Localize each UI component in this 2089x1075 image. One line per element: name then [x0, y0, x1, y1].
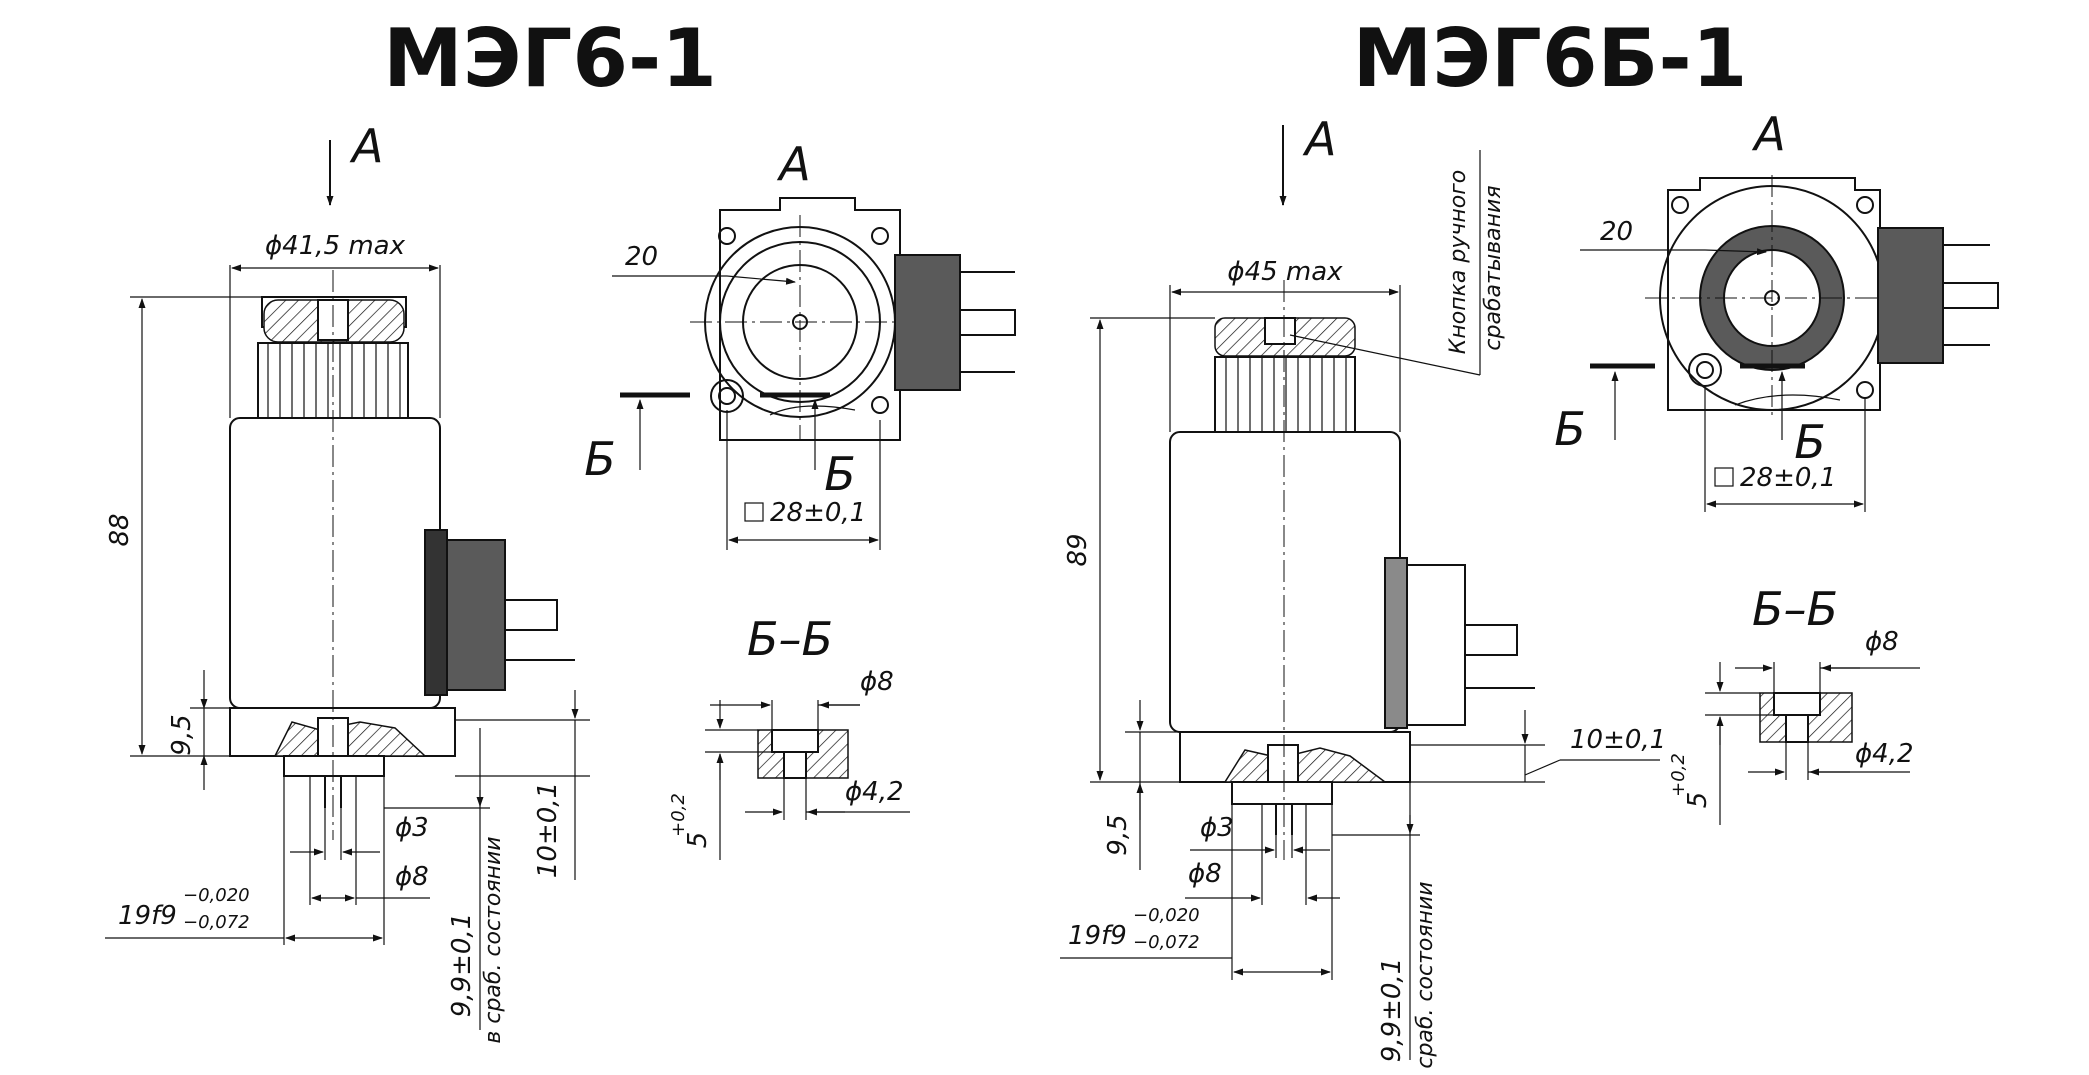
- right-view-a-top-label: А: [1751, 107, 1785, 161]
- right-dim-fit-lower: −0,072: [1133, 932, 1200, 953]
- right-button-note-2: срабатывания: [1481, 185, 1506, 350]
- left-section-bb: Б–Б ϕ8 ϕ4,2 5 +0,2: [668, 612, 910, 860]
- right-connector: [1406, 564, 1466, 726]
- left-dim-fit-upper: −0,020: [183, 885, 250, 906]
- right-section-b-left: Б: [1554, 402, 1586, 456]
- left-dim-square: 28±0,1: [770, 498, 866, 528]
- right-spigot: [1231, 781, 1333, 805]
- right-dim-d8: ϕ8: [1188, 859, 1222, 889]
- right-flange-hole: [1688, 353, 1722, 387]
- left-flange: [719, 197, 901, 441]
- right-dim-d3: ϕ3: [1200, 813, 1234, 843]
- right-button-note-1: Кнопка ручного: [1446, 170, 1471, 354]
- left-top-connector: [894, 254, 961, 391]
- right-dim-20: 20: [1600, 217, 1633, 247]
- right-dim-99-note: в сраб. состоянии: [1413, 881, 1438, 1075]
- left-dim-diameter: ϕ41,5 max: [265, 231, 406, 261]
- right-sec-5: 5: [1683, 792, 1713, 809]
- right-title: МЭГ6Б-1: [1353, 12, 1748, 105]
- left-coil-body: [229, 417, 441, 709]
- left-title: МЭГ6-1: [383, 12, 717, 105]
- right-top-connector: [1877, 227, 1944, 364]
- right-cap-pin: [1264, 317, 1296, 345]
- right-dim-height: 89: [1063, 533, 1093, 566]
- right-sec-d42: ϕ4,2: [1855, 739, 1914, 769]
- left-dim-base: 9,5: [167, 714, 197, 755]
- left-side-view: А: [105, 119, 590, 1044]
- right-sec-d8: ϕ8: [1865, 627, 1899, 657]
- left-section-b-left: Б: [584, 432, 616, 486]
- left-sec-d8: ϕ8: [860, 667, 894, 697]
- right-section-title: Б–Б: [1752, 582, 1838, 636]
- left-dim-fit: 19f9: [118, 901, 177, 931]
- left-dim-99-note: в сраб. состоянии: [481, 836, 506, 1043]
- left-sec-5-tol: +0,2: [668, 793, 689, 837]
- right-square-symbol: [1714, 467, 1734, 487]
- left-knurl-lines: [267, 343, 401, 418]
- left-view-a-top-label: А: [776, 137, 810, 191]
- left-flange-hole-bl: [710, 379, 744, 413]
- left-dim-fit-lower: −0,072: [183, 912, 250, 933]
- right-flange: [1667, 177, 1881, 411]
- left-section-title: Б–Б: [747, 612, 833, 666]
- right-side-view: А: [1060, 112, 1666, 1075]
- left-flange-hole-br: [871, 396, 889, 414]
- left-connector-tab: [504, 599, 558, 631]
- left-dim-10: 10±0,1: [533, 782, 563, 878]
- right-section-bb: Б–Б ϕ8 ϕ4,2 5 +0,2: [1668, 582, 1920, 825]
- left-top-view: А 20 Б: [584, 137, 1016, 550]
- left-dim-d8: ϕ8: [395, 862, 429, 892]
- right-dim-base: 9,5: [1103, 814, 1133, 855]
- left-dim-d3: ϕ3: [395, 813, 429, 843]
- left-section-hole: [783, 751, 807, 779]
- right-dim-99: 9,9±0,1: [1377, 958, 1407, 1062]
- left-sec-5: 5: [683, 832, 713, 849]
- left-dim-height: 88: [105, 513, 135, 546]
- right-dim-fit: 19f9: [1068, 921, 1127, 951]
- right-button-leader: [1289, 334, 1481, 376]
- right-top-view: А 20 Б: [1554, 107, 1999, 512]
- left-dim-99: 9,9±0,1: [447, 913, 477, 1017]
- right-coil-body: [1169, 431, 1401, 733]
- left-connector: [446, 539, 506, 691]
- left-top-slot: [769, 405, 856, 416]
- left-square-symbol: [744, 502, 764, 522]
- right-dim-diameter: ϕ45 max: [1227, 257, 1343, 287]
- right-dim-fit-upper: −0,020: [1133, 905, 1200, 926]
- right-base-hatch: [1223, 747, 1388, 783]
- left-flange-hole-tr: [871, 227, 889, 245]
- right-sec-5-tol: +0,2: [1668, 753, 1689, 797]
- left-section-counterbore: [771, 729, 819, 753]
- right-dim-10: 10±0,1: [1570, 725, 1666, 755]
- right-connector-frame: [1384, 557, 1408, 729]
- left-view-a-label: А: [349, 119, 383, 173]
- right-knurl-lines: [1225, 357, 1347, 432]
- left-section-b-right: Б: [824, 447, 856, 501]
- right-connector-tab: [1464, 624, 1518, 656]
- left-sec-d42: ϕ4,2: [845, 777, 904, 807]
- left-base-hatch: [273, 721, 427, 757]
- right-dim-square: 28±0,1: [1740, 463, 1836, 493]
- right-drawing: МЭГ6Б-1 А: [1060, 12, 1999, 1075]
- left-drawing: МЭГ6-1 А: [105, 12, 1016, 1044]
- left-connector-frame: [424, 529, 448, 696]
- left-flange-hole-tl: [718, 227, 736, 245]
- right-section-b-right: Б: [1794, 415, 1826, 469]
- left-dim-20: 20: [625, 242, 658, 272]
- right-view-a-label: А: [1302, 112, 1336, 166]
- left-spigot: [283, 755, 385, 777]
